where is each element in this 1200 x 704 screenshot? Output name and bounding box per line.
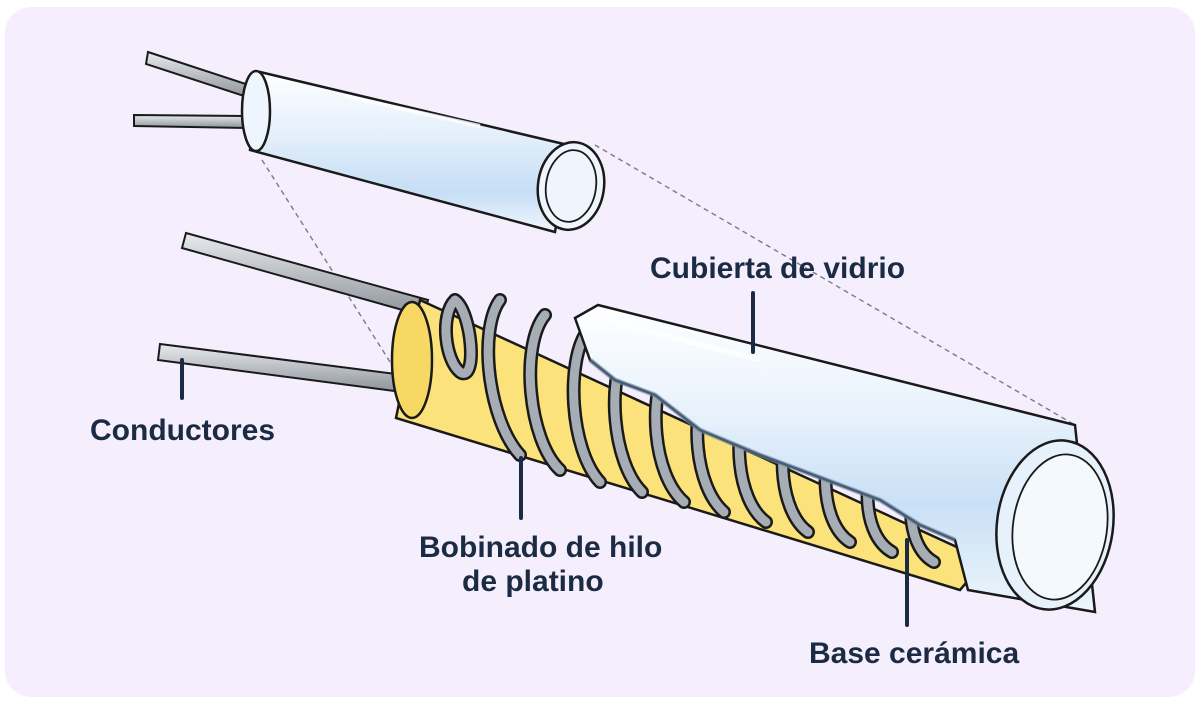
leader-lines bbox=[180, 291, 909, 627]
projection-lines bbox=[261, 144, 1076, 426]
label-glass-cover: Cubierta de vidrio bbox=[650, 252, 906, 285]
exploded-glass-tube bbox=[240, 69, 606, 234]
glass-cover bbox=[573, 303, 1115, 614]
conductors bbox=[156, 231, 430, 394]
label-platinum-winding-line1: Bobinado de hilo bbox=[419, 531, 663, 564]
exploded-conductors bbox=[133, 50, 254, 130]
label-platinum-winding-line2: de platino bbox=[462, 565, 604, 598]
label-ceramic-base: Base cerámica bbox=[809, 637, 1020, 670]
label-conductors: Conductores bbox=[90, 414, 276, 447]
